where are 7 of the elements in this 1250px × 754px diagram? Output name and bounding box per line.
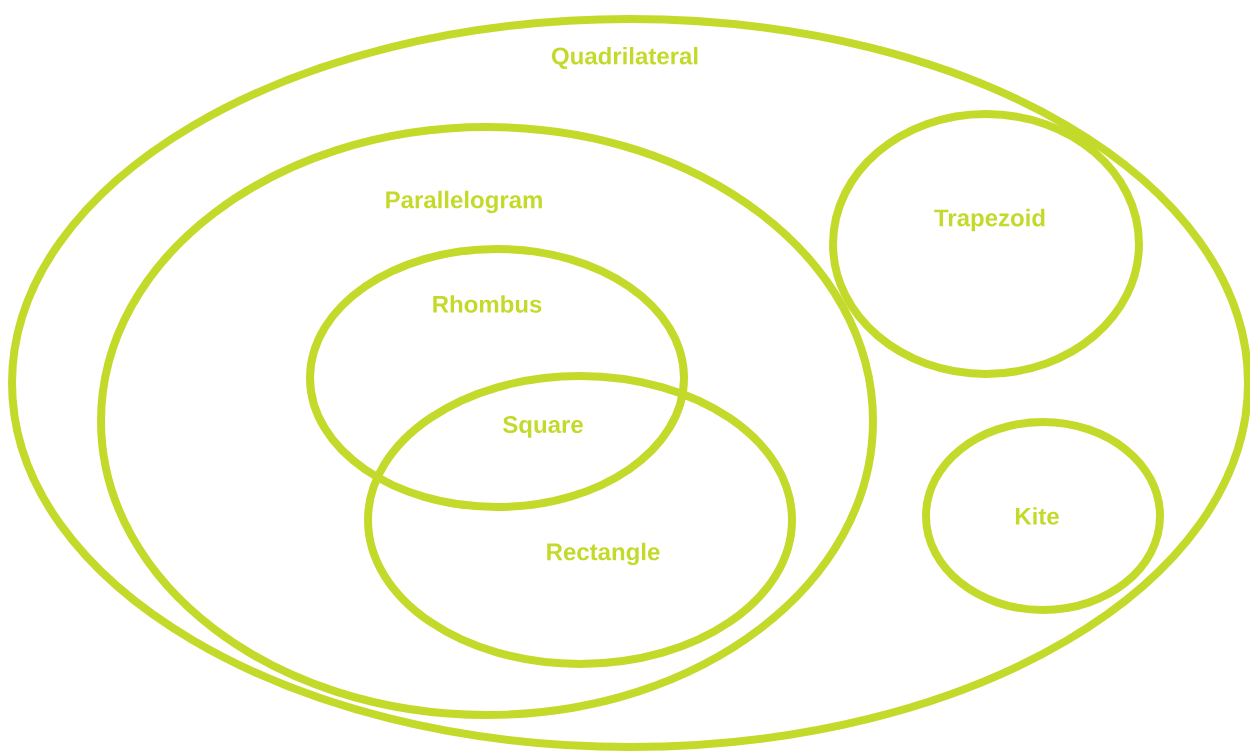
set-label: Parallelogram (386, 190, 542, 214)
set-label: Quadrilateral (551, 46, 698, 70)
set-label: Rhombus (433, 295, 542, 313)
set-label: Trapezoid (934, 208, 1045, 232)
set-label: Square (503, 416, 583, 438)
set-label: Rectangle (547, 542, 660, 566)
set-label: Kite (1015, 507, 1059, 525)
